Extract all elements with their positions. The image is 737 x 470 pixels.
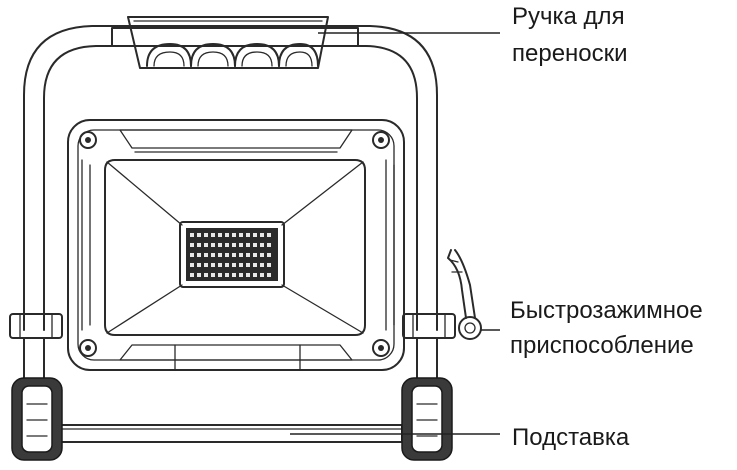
label-clamp-line2: приспособление bbox=[510, 332, 694, 359]
label-stand: Подставка bbox=[512, 424, 630, 451]
carry-handle bbox=[111, 16, 359, 69]
label-handle-line2: переноски bbox=[512, 40, 628, 67]
reflector bbox=[104, 159, 366, 336]
led-array bbox=[179, 221, 285, 288]
stand-legs bbox=[23, 337, 438, 383]
quick-clamp bbox=[447, 249, 482, 340]
label-clamp-line1: Быстрозажимное bbox=[510, 297, 703, 324]
pivot-bracket-left bbox=[9, 313, 63, 339]
pivot-bracket-right bbox=[402, 313, 456, 339]
wheel-right bbox=[401, 377, 453, 461]
label-handle-line1: Ручка для bbox=[512, 3, 625, 30]
wheel-left bbox=[11, 377, 63, 461]
carrying-frame bbox=[23, 25, 438, 331]
floodlight-housing bbox=[67, 119, 405, 371]
